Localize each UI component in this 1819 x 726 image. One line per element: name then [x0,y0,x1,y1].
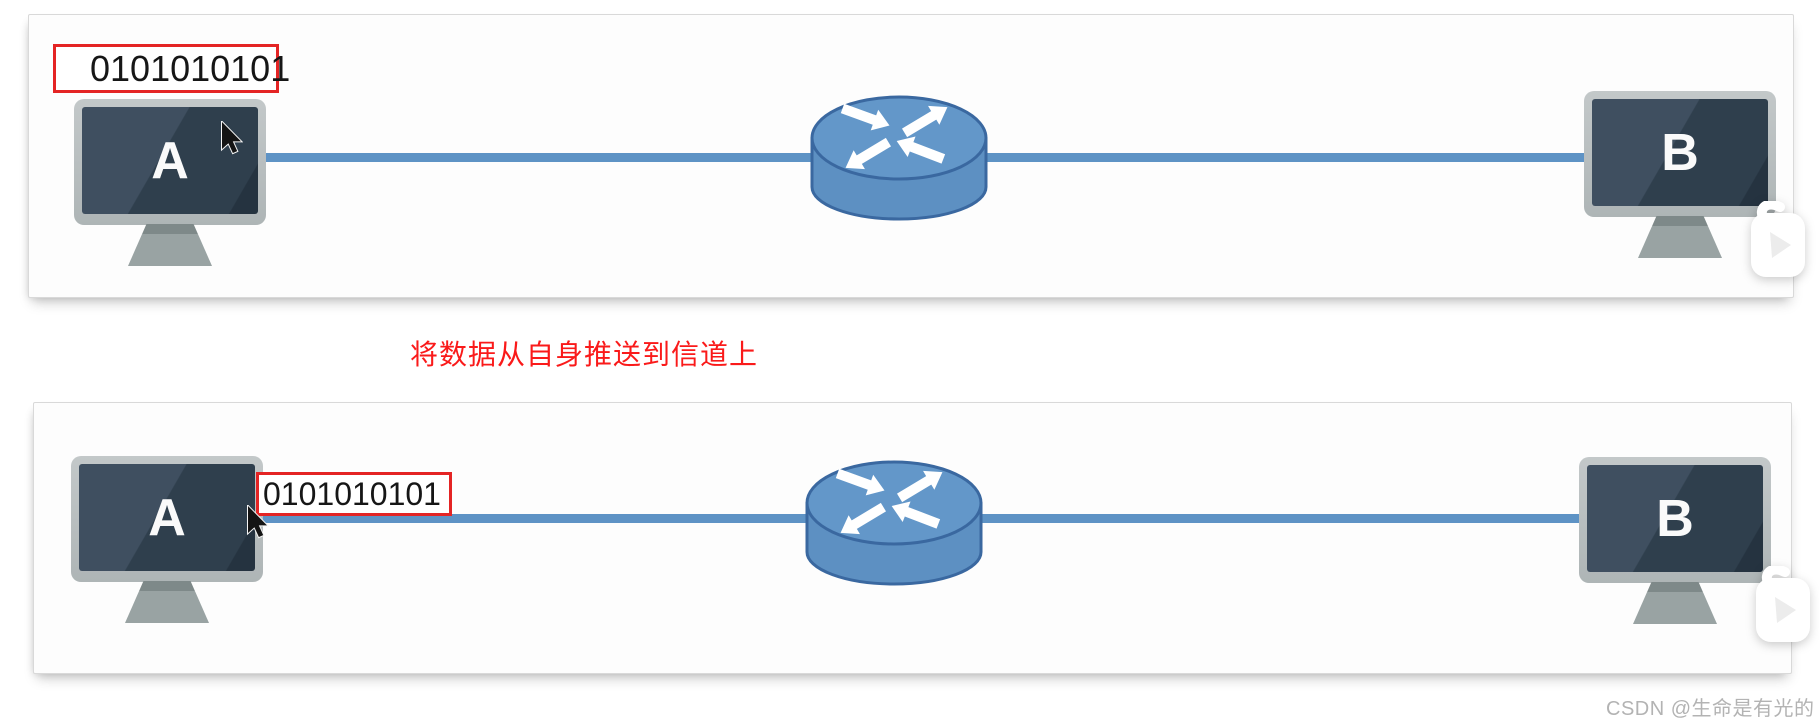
host-b-computer: B [1584,91,1776,258]
binary-data-box: 0101010101 [256,472,452,516]
caption-text: 将数据从自身推送到信道上 [410,339,759,370]
video-seek-overlay-icon[interactable] [1754,564,1812,649]
mouse-pointer-icon [247,505,269,539]
host-a-label: A [151,131,189,190]
monitor-frame: A [74,99,266,225]
router-icon [805,460,983,586]
monitor-stand [125,581,209,623]
monitor-screen: B [1587,465,1763,572]
video-seek-overlay-icon[interactable] [1749,199,1807,284]
monitor-frame: B [1579,457,1771,583]
host-b-computer: B [1579,457,1771,624]
diagram-panel-after: A 0101010101 B [33,402,1810,674]
binary-data-box: 0101010101 [53,44,290,93]
host-a-computer: A [74,99,266,266]
host-a-label: A [148,488,186,547]
host-a-computer: A [71,456,263,623]
host-b-label: B [1656,489,1694,548]
watermark: CSDN @生命是有光的 [1606,698,1815,720]
host-b-label: B [1661,123,1699,182]
router-icon [810,95,988,221]
monitor-stand [128,224,212,266]
binary-data-text: 0101010101 [263,475,441,512]
monitor-frame: B [1584,91,1776,217]
monitor-screen: A [82,107,258,214]
binary-data-text: 0101010101 [90,47,291,89]
monitor-screen: A [79,464,255,571]
monitor-stand [1638,216,1722,258]
monitor-frame: A [71,456,263,582]
monitor-screen: B [1592,99,1768,206]
mouse-pointer-icon [221,121,243,155]
diagram-panel-before: 0101010101 A B [28,14,1805,298]
monitor-stand [1633,582,1717,624]
